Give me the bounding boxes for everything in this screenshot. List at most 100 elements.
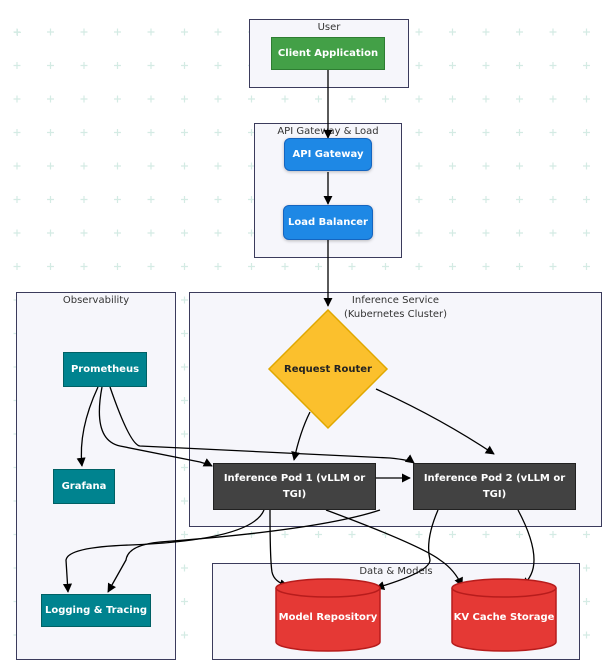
grid-plus — [147, 263, 155, 270]
kv-cache-label: KV Cache Storage — [454, 612, 555, 623]
grid-plus — [348, 263, 356, 270]
grid-plus — [114, 229, 121, 237]
edge-pod1-to-model — [269, 509, 289, 589]
grid-plus — [214, 229, 222, 237]
grid-plus — [114, 62, 121, 69]
grid-plus — [482, 531, 490, 538]
grid-plus — [80, 229, 88, 237]
grid-plus — [47, 196, 54, 203]
grid-plus — [583, 263, 590, 270]
grid-plus — [147, 62, 155, 69]
edge-router-to-pod1 — [291, 411, 311, 461]
grid-plus — [549, 129, 557, 136]
grid-plus — [449, 62, 456, 69]
grid-plus — [181, 397, 188, 404]
grid-plus — [181, 95, 188, 103]
grid-plus — [549, 196, 557, 203]
inference-pod-2-line1: Inference Pod 2 (vLLM or — [423, 472, 566, 484]
grid-plus — [516, 162, 523, 170]
inference-pod-1-node: Inference Pod 1 (vLLM or TGI) — [213, 463, 376, 510]
inference-pod-2-line2: TGI) — [482, 488, 507, 500]
kv-cache-top — [451, 578, 557, 598]
client-application-node: Client Application — [271, 37, 385, 70]
grid-plus — [415, 28, 423, 36]
grid-plus — [181, 430, 188, 438]
grid-plus — [80, 162, 88, 170]
grid-plus — [13, 196, 21, 203]
grid-plus — [13, 129, 21, 136]
grid-plus — [382, 263, 389, 270]
grid-plus — [516, 28, 523, 36]
grid-plus — [214, 129, 222, 136]
grid-plus — [181, 564, 188, 572]
grid-plus — [281, 263, 289, 270]
kv-cache-storage-node: KV Cache Storage — [451, 578, 557, 652]
grid-plus — [47, 229, 54, 237]
grid-plus — [80, 263, 88, 270]
grid-plus — [482, 229, 490, 237]
grid-plus — [181, 531, 188, 538]
grid-plus — [181, 229, 188, 237]
grid-plus — [315, 263, 322, 270]
grid-plus — [549, 531, 557, 538]
edge-pod2-to-model — [375, 509, 439, 591]
grid-plus — [114, 28, 121, 36]
grid-plus — [214, 196, 222, 203]
grid-plus — [449, 95, 456, 103]
grid-plus — [415, 229, 423, 237]
grid-plus — [449, 531, 456, 538]
grid-plus — [583, 129, 590, 136]
grid-plus — [415, 196, 423, 203]
grid-plus — [147, 95, 155, 103]
grid-plus — [214, 162, 222, 170]
grid-plus — [583, 196, 590, 203]
grid-plus — [80, 95, 88, 103]
grid-plus — [181, 129, 188, 136]
edge-prom-to-pod2 — [109, 386, 415, 464]
grid-plus — [214, 95, 222, 103]
grid-plus — [181, 330, 188, 337]
grid-plus — [147, 229, 155, 237]
grid-plus — [449, 229, 456, 237]
grafana-node: Grafana — [53, 469, 115, 504]
grid-plus — [147, 28, 155, 36]
grid-plus — [583, 531, 590, 538]
grid-plus — [516, 263, 523, 270]
grid-plus — [181, 363, 188, 371]
prometheus-node: Prometheus — [63, 352, 147, 387]
model-repository-top — [275, 578, 381, 598]
grid-plus — [114, 263, 121, 270]
grid-plus — [516, 62, 523, 69]
grid-plus — [181, 296, 188, 304]
grid-plus — [13, 263, 21, 270]
grid-plus — [449, 129, 456, 136]
grid-plus — [13, 28, 21, 36]
grid-plus — [47, 162, 54, 170]
grid-plus — [13, 162, 21, 170]
grid-plus — [181, 631, 188, 639]
grid-plus — [516, 229, 523, 237]
grid-plus — [147, 162, 155, 170]
grid-plus — [583, 162, 590, 170]
kv-cache-cylinder — [451, 588, 557, 652]
grid-plus — [583, 62, 590, 69]
grid-plus — [415, 162, 423, 170]
grid-plus — [516, 129, 523, 136]
grid-plus — [516, 531, 523, 538]
api-gateway-node: API Gateway — [284, 138, 372, 171]
grid-plus — [382, 95, 389, 103]
grid-plus — [348, 95, 356, 103]
grid-plus — [549, 62, 557, 69]
grid-plus — [181, 464, 188, 471]
grid-plus — [13, 62, 21, 69]
grid-plus — [13, 229, 21, 237]
grid-plus — [181, 598, 188, 605]
cluster-observability-label: Observability — [62, 295, 130, 306]
grid-plus — [549, 95, 557, 103]
grid-plus — [80, 62, 88, 69]
cluster-inference-label-line1: Inference Service — [351, 295, 440, 306]
grid-plus — [482, 28, 490, 36]
grid-plus — [583, 229, 590, 237]
grid-plus — [214, 263, 222, 270]
grid-plus — [281, 95, 289, 103]
